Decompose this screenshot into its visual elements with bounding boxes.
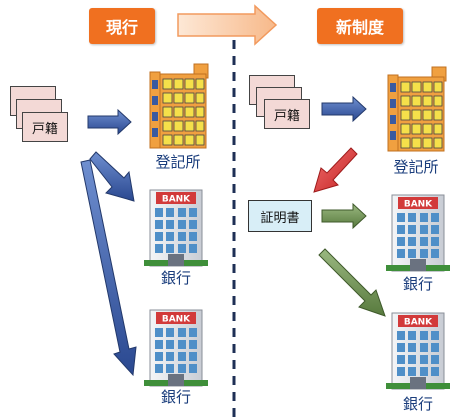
arrow-koseki-to-bank-left-1: [89, 151, 135, 202]
bank-sign: BANK: [404, 200, 433, 210]
arrow-koseki-to-registry-left: [87, 108, 132, 136]
bank-label-right-1: 銀行: [402, 275, 433, 293]
bank-sign: BANK: [404, 318, 433, 328]
bank-label-right-2: 銀行: [402, 395, 433, 413]
registry-building-right: [387, 66, 447, 152]
koseki-card-front: 戸籍: [264, 99, 310, 129]
registry-label-left: 登記所: [155, 153, 201, 171]
registry-label-right: 登記所: [393, 158, 439, 176]
bank-building-right-2: BANK: [386, 312, 450, 390]
bank-building-right-1: BANK: [386, 194, 450, 272]
bank-building-left-2: BANK: [144, 309, 208, 387]
koseki-card-front: 戸籍: [22, 112, 68, 142]
bank-label-left-2: 銀行: [160, 388, 191, 406]
header-new-system: 新制度: [317, 8, 403, 44]
arrow-certificate-to-bank-right-1: [321, 202, 367, 230]
bank-building-left-1: BANK: [144, 189, 208, 267]
transition-arrow: [177, 4, 278, 46]
registry-building-left: [149, 63, 209, 149]
bank-sign: BANK: [162, 195, 191, 205]
arrow-registry-to-certificate: [313, 147, 358, 193]
certificate-box: 証明書: [248, 200, 312, 232]
arrow-certificate-to-bank-right-2: [318, 248, 386, 317]
bank-sign: BANK: [162, 315, 191, 325]
arrow-koseki-to-bank-left-2: [80, 159, 137, 377]
header-current: 現行: [89, 8, 155, 44]
arrow-koseki-to-registry-right: [321, 95, 367, 123]
bank-label-left-1: 銀行: [160, 269, 191, 287]
